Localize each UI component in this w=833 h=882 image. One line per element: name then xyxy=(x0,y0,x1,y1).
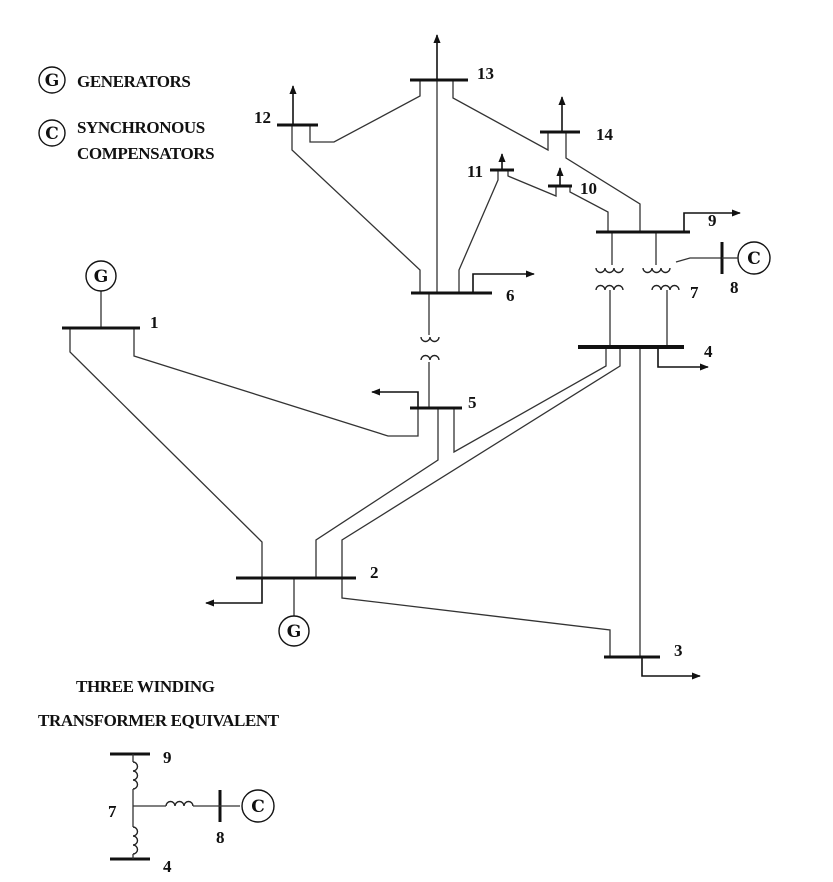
bus-13-label: 13 xyxy=(477,64,494,83)
legend-compensator-label-1: SYNCHRONOUS xyxy=(77,118,205,137)
generator-1-icon xyxy=(85,260,117,292)
line-1-2 xyxy=(69,328,263,578)
line-1-5 xyxy=(133,328,419,437)
bus-5-label: 5 xyxy=(468,393,477,412)
legend-generator-icon xyxy=(38,66,66,94)
bus-6-label: 6 xyxy=(506,286,515,305)
line-10-9 xyxy=(569,186,609,232)
bus-7-label: 7 xyxy=(690,283,699,302)
load-arrow-5 xyxy=(371,388,419,408)
bus-10-label: 10 xyxy=(580,179,597,198)
line-7-8 xyxy=(675,257,722,263)
legend: G GENERATORS C SYNCHRONOUS COMPENSATORS xyxy=(38,66,215,163)
transformers xyxy=(420,267,680,361)
inset-bus-8-label: 8 xyxy=(216,828,225,847)
transformer-5-6-coil-bottom xyxy=(420,354,440,361)
legend-compensator-symbol: C xyxy=(45,124,59,144)
bus-4-label: 4 xyxy=(704,342,713,361)
transformer-4-9-coil-bottom xyxy=(595,284,624,291)
line-6-11 xyxy=(458,170,499,293)
line-6-12 xyxy=(291,125,421,293)
legend-generator-symbol: G xyxy=(45,71,60,91)
legend-compensator-label-2: COMPENSATORS xyxy=(77,144,214,163)
load-arrow-4 xyxy=(657,347,709,371)
legend-generator-label: GENERATORS xyxy=(77,72,190,91)
line-2-5 xyxy=(315,408,439,578)
bus-12-label: 12 xyxy=(254,108,271,127)
line-2-4 xyxy=(341,347,621,578)
load-arrow-3 xyxy=(641,657,701,680)
inset-title-2: TRANSFORMER EQUIVALENT xyxy=(38,711,280,730)
load-arrow-6 xyxy=(472,270,535,293)
bus-11-label: 11 xyxy=(467,162,483,181)
generator-2-symbol: G xyxy=(287,622,302,642)
generator-1-symbol: G xyxy=(94,267,109,287)
line-2-3 xyxy=(341,578,611,657)
line-5-4 xyxy=(453,347,607,454)
transmission-lines xyxy=(69,80,722,657)
inset-title-1: THREE WINDING xyxy=(76,677,215,696)
compensator-8-symbol: C xyxy=(747,249,761,269)
transformer-5-6-coil-top xyxy=(420,336,440,343)
loads xyxy=(205,34,741,680)
inset-bus-7-label: 7 xyxy=(108,802,117,821)
legend-compensator-icon xyxy=(38,119,66,147)
inset-coil-upper xyxy=(132,761,139,790)
bus-8-label: 8 xyxy=(730,278,739,297)
line-14-9 xyxy=(565,132,641,232)
bus-1-label: 1 xyxy=(150,313,159,332)
bus-14-label: 14 xyxy=(596,125,614,144)
transformer-4-9-coil-top xyxy=(595,267,624,274)
bus-9-label: 9 xyxy=(708,211,717,230)
bus-3-label: 3 xyxy=(674,641,683,660)
load-arrow-2 xyxy=(205,578,263,607)
inset-bus-4-label: 4 xyxy=(163,857,172,876)
inset-compensator-icon xyxy=(241,789,275,823)
machines: G G C xyxy=(85,241,771,647)
three-winding-transformer-inset: THREE WINDING TRANSFORMER EQUIVALENT C 9… xyxy=(38,677,280,876)
transformer-7-9-coil-top xyxy=(642,267,671,274)
bus-2-label: 2 xyxy=(370,563,379,582)
bus-bars xyxy=(62,78,724,659)
line-13-14 xyxy=(452,80,549,152)
inset-compensator-symbol: C xyxy=(251,797,265,817)
inset-coil-side xyxy=(165,800,194,807)
transformer-7-coil-bottom xyxy=(651,284,680,291)
bus-labels: 1 2 3 4 5 6 7 8 9 10 11 12 13 14 xyxy=(150,64,739,660)
generator-2-icon xyxy=(278,615,310,647)
line-11-10 xyxy=(507,170,557,197)
load-arrow-9 xyxy=(683,209,741,232)
line-12-13 xyxy=(309,80,421,143)
inset-bus-9-label: 9 xyxy=(163,748,172,767)
inset-coil-lower xyxy=(132,826,139,855)
